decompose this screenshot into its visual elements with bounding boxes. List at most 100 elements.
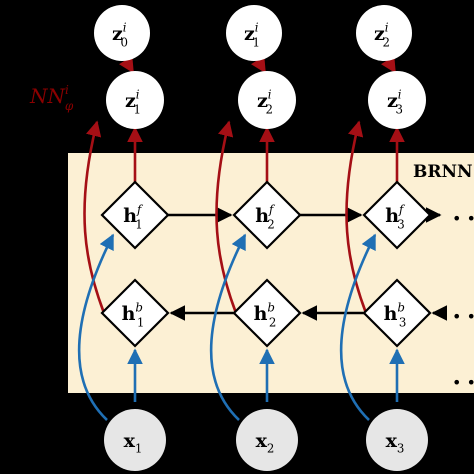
forward-node-h1-shape (100, 180, 170, 250)
input-node-x1-label-sub: 1 (135, 442, 143, 456)
latent-node-z1: zi 1 (106, 71, 164, 129)
latent-node-z2-label-base: z (257, 90, 268, 112)
forward-node-h1-label: hf 1 (123, 202, 144, 231)
backward-node-h3-label-sup: b (397, 300, 405, 314)
backward-node-h2-label-base: h (254, 303, 268, 325)
input-node-x3-label-base: x (386, 430, 398, 452)
arrow-backward-to-latent-2 (215, 120, 238, 314)
input-node-x2-label: x2 (256, 430, 275, 456)
input-node-x3: x3 (366, 409, 428, 471)
input-node-x3-label: x3 (386, 430, 405, 456)
forward-node-h2: hf 2 (232, 180, 302, 250)
latent-node-z2-label-sup: i (268, 87, 272, 101)
latent-node-z1-label-sup: i (136, 87, 140, 101)
backward-node-h2-label-sup: b (267, 300, 275, 314)
latent-node-z3-shape (368, 71, 426, 129)
backward-node-h1-label-base: h (122, 303, 136, 325)
latent-node-z2-shape (238, 71, 296, 129)
continuation-dots-forward: • • • (452, 209, 474, 228)
prior-node-z1-label-sup: i (255, 20, 259, 34)
prior-node-z2-label-sub: 2 (382, 36, 390, 50)
arrow-input-to-forward-2 (209, 233, 247, 421)
arrow-backward-to-latent-1 (83, 120, 106, 314)
nn-label-sup: i (65, 83, 69, 97)
forward-node-h3: hf 3 (362, 180, 432, 250)
backward-node-h1-label-sub: 1 (137, 316, 145, 330)
latent-node-z1-label-base: z (125, 90, 136, 112)
input-node-x2-label-sub: 2 (267, 442, 275, 456)
forward-node-h2-shape (232, 180, 302, 250)
forward-node-h1-label-sup: f (136, 202, 144, 216)
backward-node-h3-label-base: h (384, 303, 398, 325)
backward-node-h2-label: hb 2 (254, 300, 277, 329)
prior-node-z1-label-sub: 1 (252, 36, 260, 50)
brnn-panel-label: BRNN (413, 162, 473, 182)
backward-node-h1: hb 1 (100, 278, 170, 348)
prior-node-z1: zi 1 (226, 5, 282, 61)
latent-node-z2-label-sub: 2 (265, 103, 273, 117)
prior-node-z2-shape (356, 5, 412, 61)
arrow-prior-to-latent-2 (250, 55, 267, 74)
prior-node-z2-label-base: z (374, 23, 385, 45)
input-node-x2-shape (236, 409, 298, 471)
forward-node-h3-shape (362, 180, 432, 250)
input-node-x2: x2 (236, 409, 298, 471)
latent-node-z3-label: zi 3 (387, 87, 403, 116)
backward-node-h3: hb 3 (362, 278, 432, 348)
forward-node-h2-label-sup: f (268, 202, 276, 216)
backward-node-h1-label-sup: b (135, 300, 143, 314)
nn-label-base: NN (29, 84, 67, 108)
backward-node-h1-shape (100, 278, 170, 348)
prior-node-z1-label: zi 1 (244, 20, 260, 49)
arrow-prior-to-latent-3 (380, 55, 397, 74)
arrow-input-to-forward-3 (339, 233, 377, 421)
input-node-x3-label-sub: 3 (397, 442, 405, 456)
forward-node-h1-label-base: h (123, 205, 137, 227)
continuation-dots-backward: • • • (452, 307, 474, 326)
input-node-x1-label: x1 (124, 430, 143, 456)
forward-node-h2-label-base: h (255, 205, 269, 227)
forward-node-h1-label-sub: 1 (135, 218, 143, 232)
backward-node-h3-label: hb 3 (384, 300, 407, 329)
latent-node-z2: zi 2 (238, 71, 296, 129)
prior-node-z0-label-sub: 0 (120, 36, 128, 50)
forward-node-h3-label-sup: f (398, 202, 406, 216)
prior-node-z2-label-sup: i (385, 20, 389, 34)
nn-label-sub: φ (65, 99, 74, 113)
latent-node-z1-shape (106, 71, 164, 129)
forward-node-h2-label: hf 2 (255, 202, 276, 231)
arrow-backward-to-latent-3 (345, 120, 368, 314)
arrow-input-to-forward-1 (77, 233, 115, 421)
input-node-x1: x1 (104, 409, 166, 471)
prior-node-z1-label-base: z (244, 23, 255, 45)
latent-node-z3-label-base: z (387, 90, 398, 112)
prior-node-z0-shape (94, 5, 150, 61)
forward-node-h3-label: hf 3 (385, 202, 406, 231)
input-node-x3-shape (366, 409, 428, 471)
forward-node-h2-label-sub: 2 (267, 218, 275, 232)
backward-node-h3-shape (362, 278, 432, 348)
input-node-x1-shape (104, 409, 166, 471)
prior-node-z2-label: zi 2 (374, 20, 390, 49)
latent-node-z2-label: zi 2 (257, 87, 273, 116)
latent-node-z1-label: zi 1 (125, 87, 141, 116)
input-node-x1-label-base: x (124, 430, 136, 452)
backward-node-h1-label: hb 1 (122, 300, 145, 329)
backward-node-h2-label-sub: 2 (269, 316, 277, 330)
backward-node-h3-label-sub: 3 (399, 316, 407, 330)
backward-node-h2-shape (232, 278, 302, 348)
continuation-dots-input: • • • (452, 373, 474, 392)
input-node-x2-label-base: x (256, 430, 268, 452)
forward-node-h1: hf 1 (100, 180, 170, 250)
latent-node-z3-label-sub: 3 (395, 103, 403, 117)
latent-node-z3-label-sup: i (398, 87, 402, 101)
forward-node-h3-label-base: h (385, 205, 399, 227)
forward-node-h3-label-sub: 3 (397, 218, 405, 232)
latent-node-z1-label-sub: 1 (133, 103, 141, 117)
prior-node-z2: zi 2 (356, 5, 412, 61)
